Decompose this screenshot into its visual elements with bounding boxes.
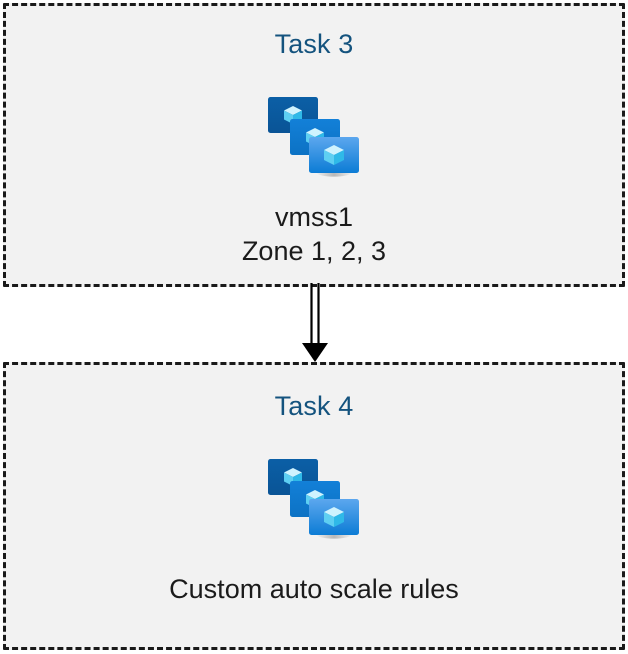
vmss-zone-label: Zone 1, 2, 3 — [241, 236, 387, 266]
task3-label-1-wrap: Zone 1, 2, 3 — [0, 234, 628, 268]
arrow-task3-to-task4 — [294, 283, 336, 365]
vmss-name-label: vmss1 — [274, 202, 353, 232]
task3-title: Task 3 — [274, 29, 354, 59]
task3-group-title-wrap: Task 3 — [0, 28, 628, 60]
task4-icon-wrap — [0, 452, 628, 547]
task4-title: Task 4 — [274, 391, 354, 421]
task4-label-0-wrap: Custom auto scale rules — [0, 572, 628, 606]
azure-virtual-machine-scale-set-icon — [264, 90, 364, 185]
task3-icon-wrap — [0, 90, 628, 185]
autoscale-rules-label: Custom auto scale rules — [169, 574, 459, 604]
task3-label-0-wrap: vmss1 — [0, 200, 628, 234]
azure-virtual-machine-scale-set-icon — [264, 452, 364, 547]
task4-group-title-wrap: Task 4 — [0, 390, 628, 422]
